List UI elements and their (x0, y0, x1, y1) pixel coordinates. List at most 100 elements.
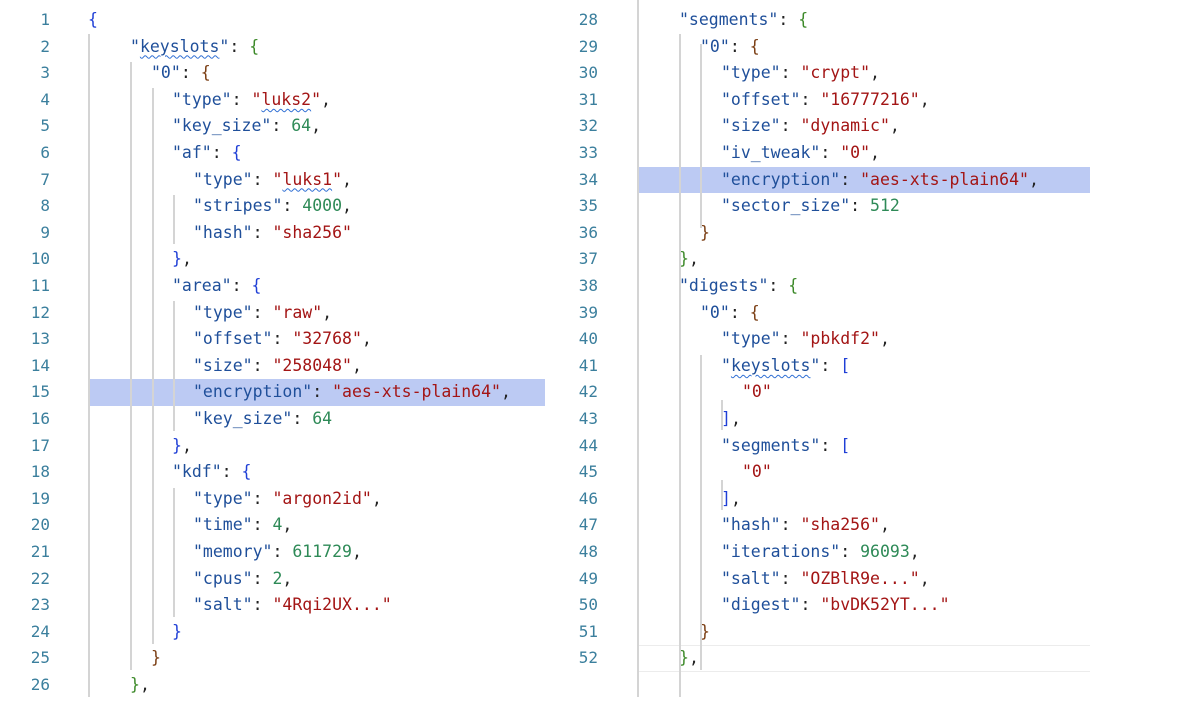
line-number: 16 (30, 409, 50, 428)
editor-pane-left[interactable]: 1{2"keyslots": {3"0": {4"type": "luks2",… (0, 0, 548, 705)
code-token: " (721, 355, 731, 375)
code-token: 512 (870, 196, 900, 216)
code-line[interactable]: 2"keyslots": { (0, 34, 548, 61)
code-line[interactable]: 37}, (548, 246, 1090, 273)
code-text: "type": "luks1", (193, 167, 352, 194)
code-line[interactable]: 15"encryption": "aes-xts-plain64", (0, 379, 548, 406)
code-line[interactable]: 45"0" (548, 459, 1090, 486)
code-token: { (88, 10, 98, 29)
code-line[interactable]: 41"keyslots": [ (548, 353, 1090, 380)
code-line[interactable]: 16"key_size": 64 (0, 406, 548, 433)
code-line[interactable]: 17}, (0, 433, 548, 460)
code-line[interactable]: 28"segments": { (548, 7, 1090, 34)
code-token: " (332, 169, 343, 189)
code-line[interactable]: 34"encryption": "aes-xts-plain64", (548, 166, 1090, 194)
code-text: "keyslots": [ (721, 353, 850, 380)
code-token: : (252, 568, 273, 588)
code-token: 96093 (860, 542, 910, 561)
code-line[interactable]: 5"key_size": 64, (0, 113, 548, 140)
line-number: 5 (40, 116, 50, 136)
line-number: 33 (578, 143, 598, 162)
indent-guide (173, 301, 175, 431)
code-token: "sector_size" (721, 196, 851, 216)
code-token: "0" (742, 462, 772, 482)
code-text: } (700, 220, 710, 247)
code-line[interactable]: 32"size": "dynamic", (548, 113, 1090, 140)
code-line[interactable]: 23"salt": "4Rqi2UX..." (0, 592, 548, 619)
code-line[interactable]: 52}, (548, 645, 1090, 673)
line-number: 46 (578, 488, 598, 508)
code-line[interactable]: 19"type": "argon2id", (0, 486, 548, 513)
code-line[interactable]: 7"type": "luks1", (0, 167, 548, 194)
spellcheck-token: keyslots (139, 36, 220, 56)
line-number: 2 (40, 36, 50, 56)
code-line[interactable]: 9"hash": "sha256" (0, 220, 548, 247)
code-token: [ (840, 435, 851, 455)
line-number: 28 (578, 10, 598, 29)
code-line[interactable]: 38"digests": { (548, 273, 1090, 300)
code-line[interactable]: 6"af": { (0, 140, 548, 167)
code-line[interactable]: 46], (548, 486, 1090, 513)
code-token: "dynamic" (800, 116, 890, 136)
code-line[interactable]: 47"hash": "sha256", (548, 512, 1090, 539)
code-token: : (271, 116, 292, 136)
code-text: } (172, 619, 182, 646)
code-line[interactable]: 4"type": "luks2", (0, 87, 548, 114)
code-text: "salt": "OZBlR9e...", (721, 566, 930, 593)
code-line[interactable]: 43], (548, 406, 1090, 433)
code-line[interactable]: 3"0": { (0, 60, 548, 87)
code-token: "salt" (721, 568, 781, 588)
code-token: : (729, 302, 750, 322)
code-line[interactable]: 22"cpus": 2, (0, 566, 548, 593)
code-line[interactable]: 40"type": "pbkdf2", (548, 326, 1090, 353)
code-token: : (221, 462, 242, 482)
code-token: , (870, 143, 880, 162)
code-line[interactable]: 35"sector_size": 512 (548, 193, 1090, 220)
code-line[interactable]: 44"segments": [ (548, 433, 1090, 460)
code-token: : (272, 329, 293, 349)
code-token: "af" (172, 143, 212, 162)
code-line[interactable]: 33"iv_tweak": "0", (548, 140, 1090, 167)
code-line[interactable]: 1{ (0, 7, 548, 34)
code-line[interactable]: 51} (548, 619, 1090, 646)
code-line[interactable]: 14"size": "258048", (0, 353, 548, 380)
code-token: " (272, 169, 283, 189)
code-line[interactable]: 13"offset": "32768", (0, 326, 548, 353)
code-token: , (730, 409, 741, 428)
code-line[interactable]: 12"type": "raw", (0, 300, 548, 327)
code-line[interactable]: 26}, (0, 672, 548, 699)
code-text: } (151, 645, 161, 672)
code-line[interactable]: 48"iterations": 96093, (548, 539, 1090, 566)
code-text: "cpus": 2, (193, 566, 292, 593)
line-number: 42 (578, 382, 598, 402)
code-line[interactable]: 20"time": 4, (0, 512, 548, 539)
line-number: 14 (30, 355, 50, 375)
code-line[interactable]: 31"offset": "16777216", (548, 87, 1090, 114)
line-number: 24 (30, 621, 50, 641)
code-line[interactable]: 11"area": { (0, 273, 548, 300)
line-number: 11 (30, 276, 50, 295)
code-token: "aes-xts-plain64" (860, 169, 1029, 189)
code-line[interactable]: 50"digest": "bvDK52YT..." (548, 592, 1090, 619)
code-token: : (180, 63, 201, 83)
code-line[interactable]: 42"0" (548, 379, 1090, 406)
code-line[interactable]: 21"memory": 611729, (0, 539, 548, 566)
code-line[interactable]: 10}, (0, 246, 548, 273)
code-line[interactable]: 30"type": "crypt", (548, 60, 1090, 87)
code-token: , (919, 89, 930, 109)
code-token: : (729, 36, 750, 56)
line-number: 21 (30, 542, 50, 561)
code-token: , (181, 249, 192, 269)
code-token: , (322, 302, 333, 322)
code-line[interactable]: 39"0": { (548, 300, 1090, 327)
code-line[interactable]: 24} (0, 619, 548, 646)
code-line[interactable]: 29"0": { (548, 34, 1090, 61)
code-line[interactable]: 25} (0, 645, 548, 672)
code-line[interactable]: 36} (548, 220, 1090, 247)
editor-pane-right[interactable]: 28"segments": {29"0": {30"type": "crypt"… (548, 0, 1090, 705)
code-line[interactable]: 49"salt": "OZBlR9e...", (548, 566, 1090, 593)
indent-guide (679, 34, 681, 697)
code-text: "type": "raw", (193, 300, 332, 327)
code-line[interactable]: 8"stripes": 4000, (0, 193, 548, 220)
code-line[interactable]: 18"kdf": { (0, 459, 548, 486)
